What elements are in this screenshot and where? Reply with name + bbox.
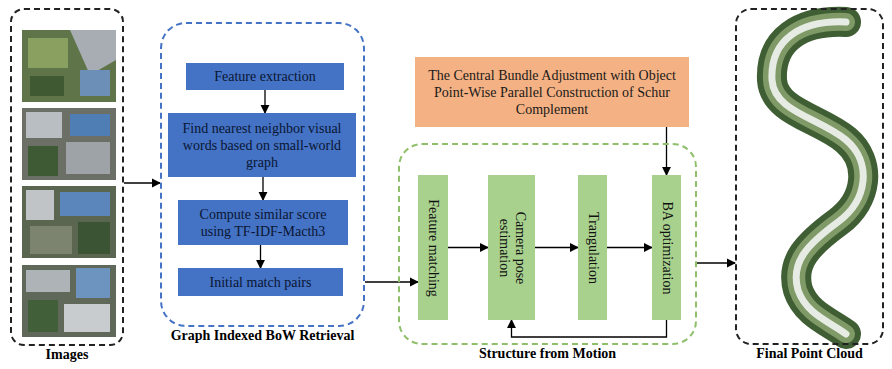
process-box: Find nearest neighbor visual words based… [168,113,356,177]
process-box: Initial match pairs [178,268,343,296]
flow-arrow [666,127,667,175]
panel-title: Structure from Motion [360,346,735,362]
sfm-panel: Structure from MotionFeature matchingCam… [398,143,697,345]
aerial-thumbnail [22,30,116,102]
process-box: BA optimization [652,175,681,320]
process-box: Compute similar score using TF-IDF-Macth… [178,200,348,245]
point-cloud [772,22,863,334]
flow-arrow [262,177,263,200]
step-label: Feature extraction [214,68,315,85]
process-box: Feature matching [418,175,448,320]
step-label: Compute similar score using TF-IDF-Macth… [183,206,343,240]
step-label: Initial match pairs [210,274,312,291]
input-panel: Images [10,8,124,346]
flow-arrow [365,281,418,282]
step-label: Camera pose estimation [496,198,528,298]
step-label: The Central Bundle Adjustment with Objec… [420,67,684,118]
flow-arrow [607,247,652,248]
process-box: Trangulation [578,175,607,320]
flow-arrow [448,247,488,248]
panel-title: Graph Indexed BoW Retrieval [122,328,403,344]
step-label: BA optimization [659,188,675,308]
panel-title: Images [0,347,162,363]
method-box: The Central Bundle Adjustment with Objec… [415,57,689,127]
process-box: Camera pose estimation [488,175,535,320]
retrieval-panel: Graph Indexed BoW RetrievalFeature extra… [160,22,365,327]
flow-arrow [124,182,160,183]
step-label: Find nearest neighbor visual words based… [173,120,351,171]
flow-arrow [512,320,667,337]
step-label: Trangulation [585,188,601,308]
flow-arrow [260,245,261,268]
step-label: Feature matching [425,188,441,308]
output-panel: Final Point Cloud [735,8,884,345]
panel-title: Final Point Cloud [697,346,892,362]
aerial-thumbnail [22,108,116,180]
flow-arrow [264,90,265,113]
process-box: Feature extraction [186,63,344,90]
flow-arrow [697,262,735,263]
aerial-thumbnail [22,265,116,337]
flow-arrow [535,247,578,248]
aerial-thumbnail [22,186,116,258]
